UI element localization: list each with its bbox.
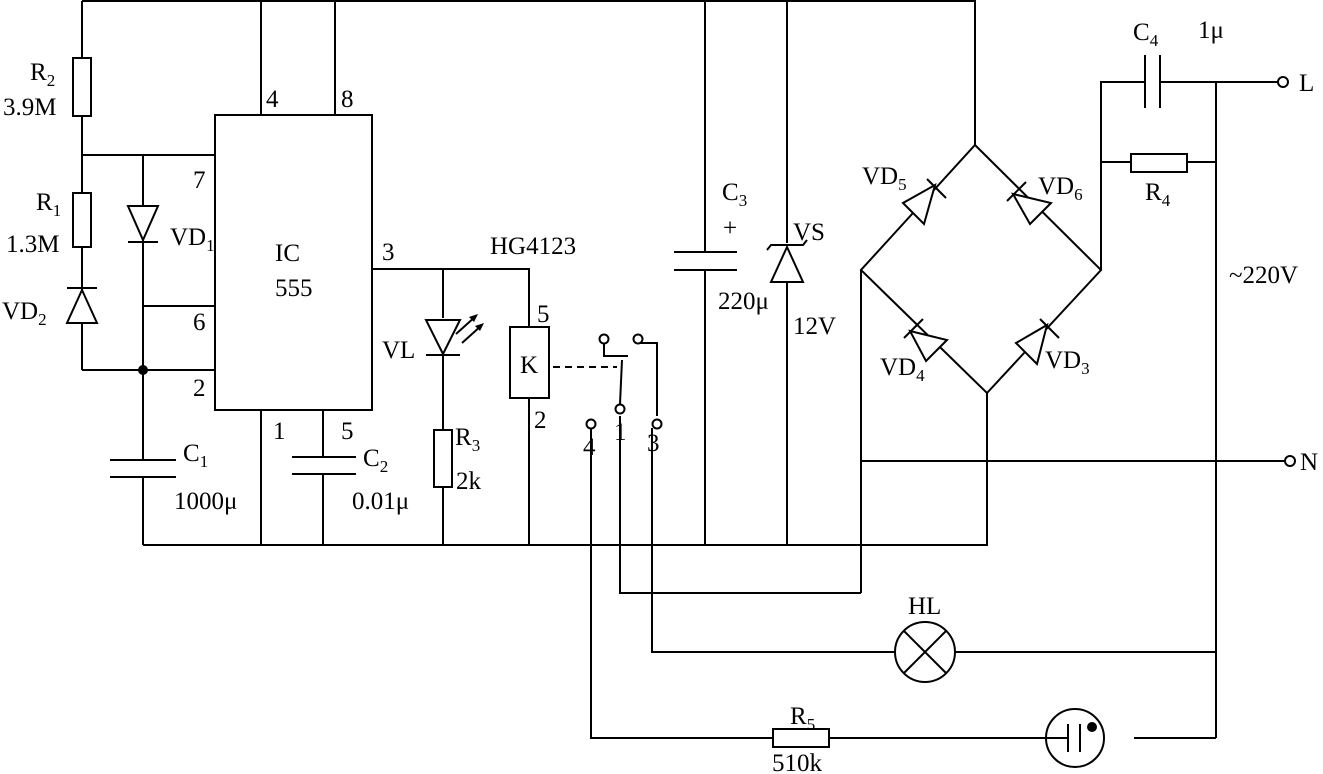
c3-value: 220μ — [718, 288, 769, 315]
vd5-label: VD5 — [862, 163, 907, 194]
terminal-l-label: L — [1299, 70, 1314, 97]
vl-label: VL — [382, 337, 415, 364]
relay-contact-1: 1 — [614, 419, 627, 446]
junction-dot — [138, 365, 148, 375]
led-vl: VL — [382, 314, 484, 364]
c4-label: C4 — [1133, 19, 1159, 50]
vs-label: VS — [793, 219, 825, 246]
hl-label: HL — [908, 593, 941, 620]
diode-vd5: VD5 — [862, 163, 947, 226]
terminal-n — [1284, 455, 1296, 467]
r3-value: 2k — [456, 468, 482, 495]
resistor-r3: R3 2k — [433, 424, 482, 495]
diode-vd3: VD3 — [1014, 318, 1090, 378]
vs-value: 12V — [793, 313, 836, 340]
c2-value: 0.01μ — [352, 488, 409, 515]
relay-pin-2: 2 — [534, 407, 547, 434]
relay-coil-label: K — [520, 352, 538, 379]
relay-contact-4: 4 — [583, 434, 596, 461]
relay-contact-3: 3 — [647, 430, 660, 457]
relay-contact-terminal — [598, 333, 610, 345]
r1-label: R1 — [36, 189, 61, 220]
c2-label: C2 — [363, 445, 388, 476]
ic-pin-1: 1 — [273, 418, 286, 445]
diode-vd1: VD1 — [126, 205, 215, 255]
relay-model: HG4123 — [490, 233, 576, 260]
resistor-r1: R1 1.3M — [6, 189, 92, 258]
ic-model: 555 — [275, 275, 313, 302]
r3-label: R3 — [455, 424, 480, 455]
lamp-hl: HL — [894, 593, 956, 683]
c1-value: 1000μ — [174, 488, 237, 515]
r2-value: 3.9M — [3, 94, 56, 121]
r5-value: 510k — [772, 750, 823, 774]
wires — [81, 0, 1285, 739]
vd1-label: VD1 — [170, 224, 215, 255]
ic-pin-8: 8 — [341, 86, 354, 113]
relay-pin-5: 5 — [537, 301, 550, 328]
zener-vs: VS 12V — [766, 219, 836, 340]
vd6-label: VD6 — [1038, 173, 1083, 204]
mains-voltage: ~220V — [1229, 262, 1298, 289]
capacitor-c4: C4 1μ — [1133, 17, 1224, 108]
ic-pin-4: 4 — [266, 86, 279, 113]
capacitor-c2: C2 0.01μ — [292, 445, 409, 515]
vd3-label: VD3 — [1045, 347, 1090, 378]
resistor-r4: R4 — [1130, 153, 1188, 210]
r1-value: 1.3M — [6, 231, 59, 258]
terminal-n-label: N — [1300, 449, 1318, 476]
diode-vd2: VD2 — [2, 287, 99, 329]
c3-polarity: + — [723, 215, 737, 242]
resistor-r2: R2 3.9M — [3, 57, 92, 121]
ic-pin-5: 5 — [341, 418, 354, 445]
diode-vd4: VD4 — [880, 318, 949, 385]
relay-hg4123: K HG4123 5 2 4 1 3 — [490, 233, 663, 461]
terminal-l — [1277, 76, 1289, 88]
relay-contact-terminal — [632, 333, 644, 345]
ic-pin-2: 2 — [193, 375, 206, 402]
mains-terminals: L N ~220V — [1229, 70, 1318, 476]
c1-label: C1 — [183, 440, 208, 471]
ic-555: IC 555 4 8 7 6 2 1 5 3 — [193, 86, 395, 445]
ic-name: IC — [275, 240, 300, 267]
r2-label: R2 — [30, 59, 55, 90]
relay-contact-terminal — [651, 418, 663, 430]
relay-contact-terminal — [585, 418, 597, 430]
capacitor-c3: C3 + 220μ — [674, 179, 769, 315]
ic-pin-3: 3 — [382, 239, 395, 266]
neon-indicator — [1045, 708, 1105, 768]
r5-label: R5 — [790, 703, 815, 734]
ic-pin-7: 7 — [193, 167, 206, 194]
vd4-label: VD4 — [880, 354, 925, 385]
c3-label: C3 — [722, 179, 747, 210]
capacitor-c1: C1 1000μ — [110, 440, 237, 515]
c4-value: 1μ — [1198, 17, 1224, 44]
ic-pin-6: 6 — [193, 309, 206, 336]
vd2-label: VD2 — [2, 298, 47, 329]
relay-contact-terminal — [614, 403, 626, 415]
resistor-r5: R5 510k — [772, 703, 830, 774]
diode-vd6: VD6 — [1006, 173, 1083, 226]
r4-label: R4 — [1145, 179, 1171, 210]
